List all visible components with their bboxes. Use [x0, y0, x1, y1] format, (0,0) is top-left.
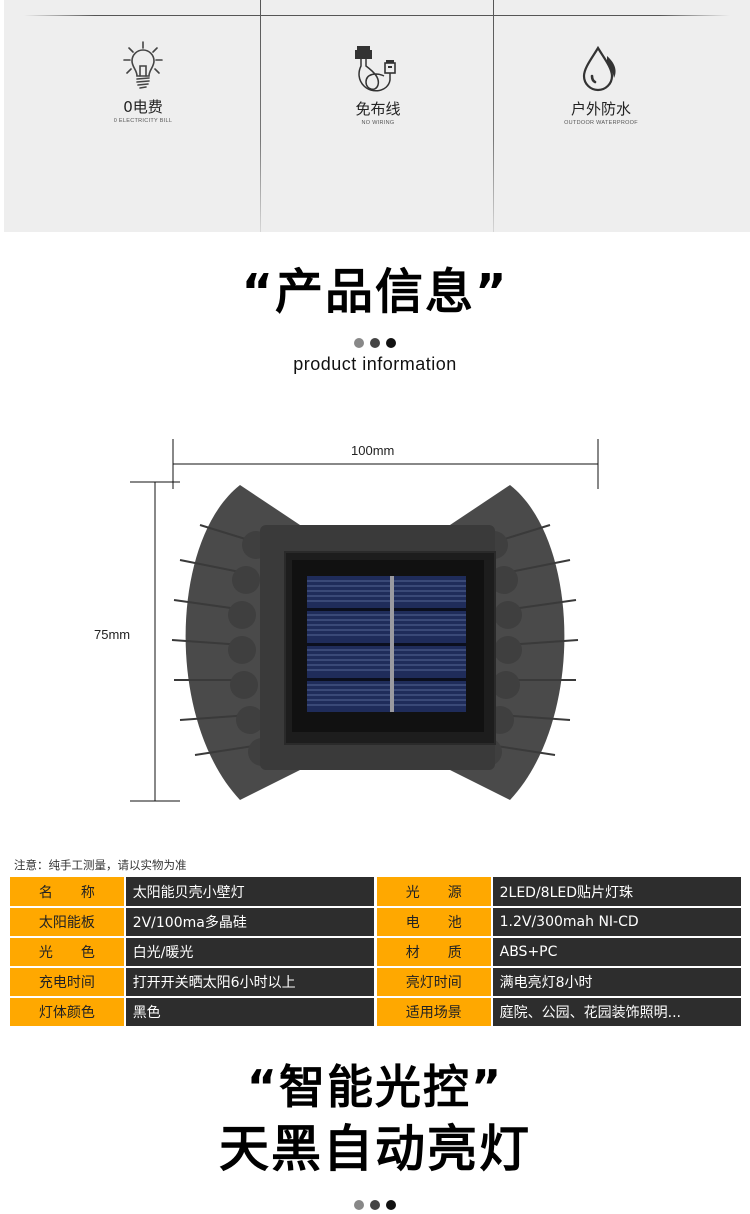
spec-label: 太阳能板 [10, 907, 126, 938]
spec-value: 2V/100ma多晶硅 [124, 907, 374, 938]
dimension-height-label: 75mm [94, 627, 131, 642]
spec-value: ABS+PC [491, 937, 741, 968]
spec-note: 注意：纯手工测量，请以实物为准 [14, 858, 187, 872]
spec-value: 2LED/8LED贴片灯珠 [491, 877, 741, 908]
cable-icon [355, 46, 396, 92]
dot-icon [354, 338, 364, 348]
feature-waterproof: 户外防水 OUTDOOR WATERPROOF [521, 40, 681, 126]
dimension-width-label: 100mm [351, 443, 395, 458]
feature-subtitle: NO WIRING [361, 120, 395, 126]
section-subtitle: product information [293, 354, 457, 374]
divider-vertical [260, 0, 261, 232]
dot-icon [370, 338, 380, 348]
product-dimension-diagram [130, 439, 599, 802]
spec-label: 光 源 [376, 877, 493, 908]
feature-title: 0电费 [123, 98, 163, 116]
dot-icon [354, 1200, 364, 1210]
section-title-product-info: “产品信息” [241, 264, 509, 320]
feature-subtitle: 0 ELECTRICITY BILL [113, 118, 173, 124]
water-drop-icon [582, 45, 616, 92]
divider-vertical [493, 0, 494, 232]
spec-label: 适用场景 [376, 997, 493, 1028]
title-dots [0, 333, 750, 352]
spec-label: 名 称 [10, 877, 126, 908]
feature-title: 户外防水 [570, 100, 631, 118]
table-row: 灯体颜色 黑色 适用场景 庭院、公园、花园装饰照明... [10, 997, 741, 1028]
feature-subtitle: OUTDOOR WATERPROOF [564, 120, 638, 126]
spec-label: 材 质 [376, 937, 493, 968]
section-title-light-control: “智能光控” [246, 1060, 504, 1114]
spec-value: 打开开关晒太阳6小时以上 [124, 967, 374, 998]
spec-label: 充电时间 [10, 967, 126, 998]
table-row: 太阳能板 2V/100ma多晶硅 电 池 1.2V/300mah NI-CD [10, 907, 741, 938]
spec-label: 光 色 [10, 937, 126, 968]
divider-horizontal [24, 15, 730, 16]
spec-value: 庭院、公园、花园装饰照明... [491, 997, 741, 1028]
dot-icon [370, 1200, 380, 1210]
spec-label: 亮灯时间 [376, 967, 493, 998]
spec-label: 灯体颜色 [10, 997, 126, 1028]
spec-table: 名 称 太阳能贝壳小壁灯 光 源 2LED/8LED贴片灯珠 太阳能板 2V/1… [10, 877, 741, 1028]
table-row: 光 色 白光/暖光 材 质 ABS+PC [10, 937, 741, 968]
dot-icon [386, 338, 396, 348]
title-dots [0, 1195, 750, 1214]
feature-title: 免布线 [355, 100, 401, 118]
feature-no-wiring: 免布线 NO WIRING [298, 40, 458, 126]
section-title-auto-on: 天黑自动亮灯 [219, 1120, 531, 1178]
table-row: 名 称 太阳能贝壳小壁灯 光 源 2LED/8LED贴片灯珠 [10, 877, 741, 908]
spec-value: 1.2V/300mah NI-CD [491, 907, 741, 938]
spec-value: 黑色 [124, 997, 374, 1028]
feature-zero-bill: 0电费 0 ELECTRICITY BILL [63, 40, 223, 124]
table-row: 充电时间 打开开关晒太阳6小时以上 亮灯时间 满电亮灯8小时 [10, 967, 741, 998]
spec-value: 太阳能贝壳小壁灯 [124, 877, 374, 908]
lightbulb-icon [123, 41, 163, 89]
spec-value: 满电亮灯8小时 [491, 967, 741, 998]
features-banner: 0电费 0 ELECTRICITY BILL 免布线 NO WIRING 户 [4, 0, 750, 232]
spec-value: 白光/暖光 [124, 937, 374, 968]
dot-icon [386, 1200, 396, 1210]
spec-label: 电 池 [376, 907, 493, 938]
